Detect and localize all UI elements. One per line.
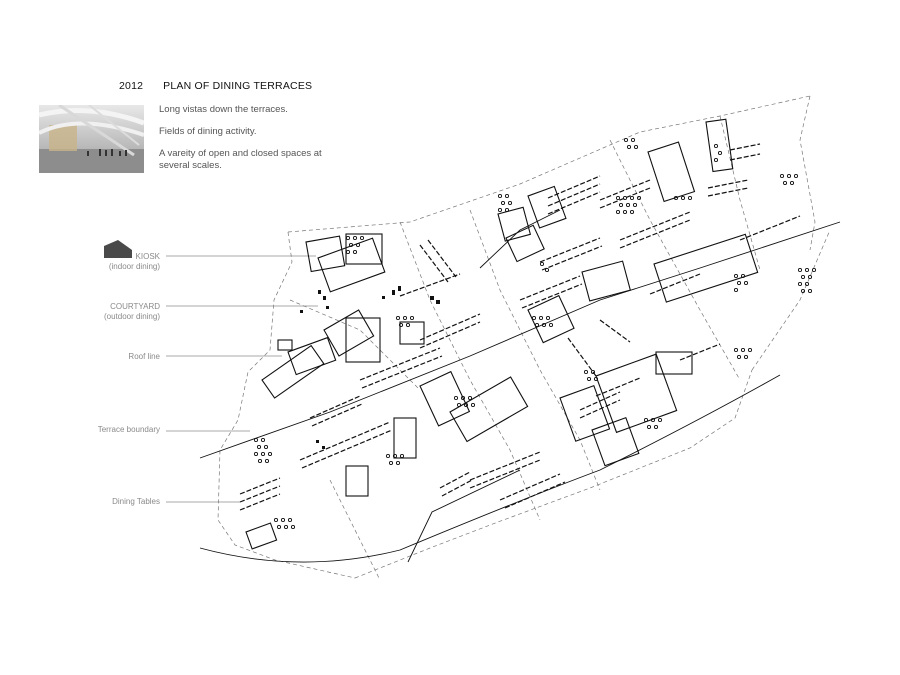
- legend-terrace-boundary-label: Terrace boundary: [97, 425, 160, 434]
- perspective-thumbnail: [39, 105, 144, 173]
- table-clusters: [253, 137, 817, 530]
- leader-lines: [166, 255, 318, 503]
- legend-dining-tables-label: Dining Tables: [112, 497, 160, 506]
- plan-title: PLAN OF DINING TERRACES: [163, 80, 313, 92]
- legend-dining-tables: Dining Tables: [112, 497, 160, 507]
- plan-year: 2012: [119, 80, 144, 92]
- note-3: A vareity of open and closed spaces at s…: [159, 148, 322, 171]
- note-1: Long vistas down the terraces.: [159, 104, 288, 115]
- page-header: 2012 PLAN OF DINING TERRACES: [119, 80, 312, 92]
- legend-courtyard: COURTYARD (outdoor dining): [104, 302, 160, 322]
- legend-kiosk-label: KIOSK: [135, 252, 160, 261]
- legend-kiosk: KIOSK (indoor dining): [109, 252, 160, 272]
- legend-roof-line: Roof line: [128, 352, 160, 362]
- design-notes: Long vistas down the terraces. Fields of…: [159, 104, 339, 182]
- legend-terrace-boundary: Terrace boundary: [98, 425, 160, 435]
- terrace-boundary: [217, 95, 831, 581]
- legend-kiosk-sub: (indoor dining): [108, 262, 160, 271]
- note-2: Fields of dining activity.: [159, 126, 257, 137]
- legend-courtyard-label: COURTYARD: [110, 302, 160, 311]
- courtyard-seating: [300, 286, 440, 449]
- legend-roof-line-label: Roof line: [128, 352, 160, 361]
- building-silhouette-icon: [104, 240, 132, 258]
- site-edges: [199, 209, 841, 563]
- dining-tables: [239, 143, 801, 511]
- roof-lines: [245, 118, 759, 550]
- legend-courtyard-sub: (outdoor dining): [103, 312, 160, 321]
